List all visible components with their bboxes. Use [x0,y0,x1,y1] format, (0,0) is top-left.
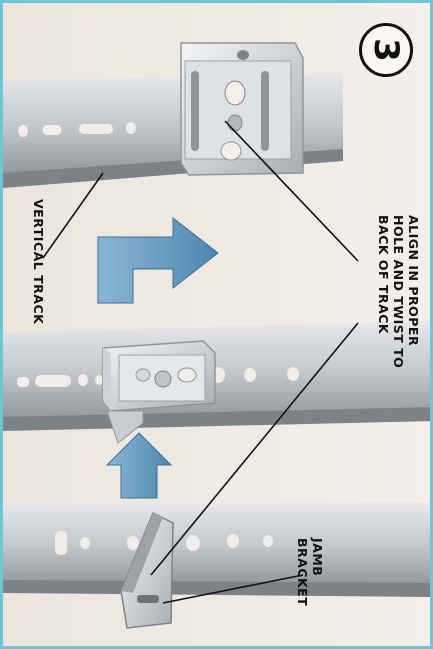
step-number-badge: 3 [359,23,413,77]
bracket-installed [181,43,303,175]
step-number: 3 [366,38,406,62]
vertical-track-label: VERTICAL TRACK [31,199,46,324]
vertical-track-bottom [3,503,433,597]
instruction-label: ALIGN IN PROPER HOLE AND TWIST TO BACK O… [376,215,421,368]
installation-scene [3,3,433,649]
vertical-track-middle [3,321,433,431]
jamb-bracket-label: JAMB BRACKET [295,538,325,606]
